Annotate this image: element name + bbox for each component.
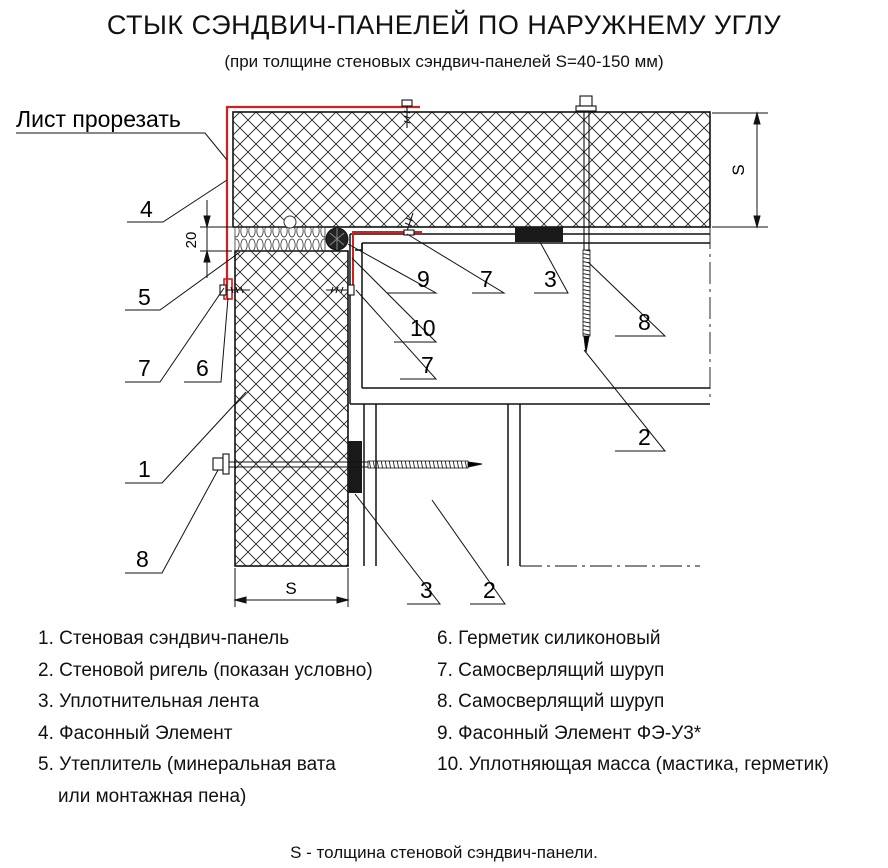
legend-item-6: 6. Герметик силиконовый xyxy=(437,628,661,649)
legend-item-7: 7. Самосверлящий шуруп xyxy=(437,659,665,681)
dimension-top-s-label: S xyxy=(729,164,748,175)
dimension-gap-label: 20 xyxy=(183,232,200,249)
long-screw-vertical xyxy=(575,95,597,353)
legend-item-3: 3. Уплотнительная лента xyxy=(38,691,260,712)
legend-item-10: 10. Уплотняющая масса (мастика, герметик… xyxy=(437,754,829,775)
screw-top xyxy=(401,99,413,128)
callout-6: 6 xyxy=(196,355,209,381)
axis-lines xyxy=(520,227,711,567)
sealing-tape-top xyxy=(515,227,563,242)
page-subtitle: (при толщине стеновых сэндвич-панелей S=… xyxy=(224,52,664,71)
legend-item-2: 2. Стеновой ригель (показан условно) xyxy=(38,659,373,681)
callout-4: 4 xyxy=(140,196,153,222)
dimension-bottom-s-label: S xyxy=(285,579,296,598)
legend-item-4: 4. Фасонный Элемент xyxy=(38,722,233,744)
wall-panel xyxy=(234,250,349,567)
legend-item-5: 5. Утеплитель (минеральная вата xyxy=(38,754,336,775)
callout-8-right: 8 xyxy=(638,309,651,335)
callout-10: 10 xyxy=(410,315,436,341)
footnote: S - толщина стеновой сэндвич-панели. xyxy=(290,843,598,862)
roof-panel xyxy=(232,111,711,228)
callout-cut-note: Лист прорезать xyxy=(16,106,181,132)
callout-8-left: 8 xyxy=(136,546,149,572)
dimension-top-s xyxy=(712,111,768,229)
callout-3-top: 3 xyxy=(544,266,557,292)
callout-2-right: 2 xyxy=(638,424,651,450)
callout-2-bottom: 2 xyxy=(483,577,496,603)
callout-3-bottom: 3 xyxy=(420,577,433,603)
sealant-mass xyxy=(325,227,349,251)
callout-9: 9 xyxy=(417,266,430,292)
long-screw-horizontal xyxy=(212,453,483,475)
insulation-strip xyxy=(234,215,326,252)
legend-left: 1. Стеновая сэндвич-панель 2. Стеновой р… xyxy=(38,623,373,812)
callout-1: 1 xyxy=(138,456,151,482)
legend-item-8: 8. Самосверлящий шуруп xyxy=(437,691,665,712)
callout-5: 5 xyxy=(138,284,151,310)
callout-7-middle: 7 xyxy=(480,266,493,292)
leader-lines xyxy=(16,132,667,605)
corner-flashing xyxy=(225,105,420,298)
legend-item-5-continued: или монтажная пена) xyxy=(58,785,247,807)
legend-item-9: 9. Фасонный Элемент ФЭ-У3* xyxy=(437,722,702,744)
legend-right: 6. Герметик силиконовый 7. Самосверлящий… xyxy=(437,623,829,781)
dimension-gap xyxy=(200,200,232,278)
callout-7-left: 7 xyxy=(138,355,151,381)
steel-girts xyxy=(349,233,710,566)
page-title: СТЫК СЭНДВИЧ-ПАНЕЛЕЙ ПО НАРУЖНЕМУ УГЛУ xyxy=(106,10,782,40)
dimension-bottom-s xyxy=(233,568,350,607)
legend-item-1: 1. Стеновая сэндвич-панель xyxy=(38,628,290,649)
callout-7-right: 7 xyxy=(421,352,434,378)
screw-middle xyxy=(326,284,355,296)
inner-flashing xyxy=(352,231,422,292)
